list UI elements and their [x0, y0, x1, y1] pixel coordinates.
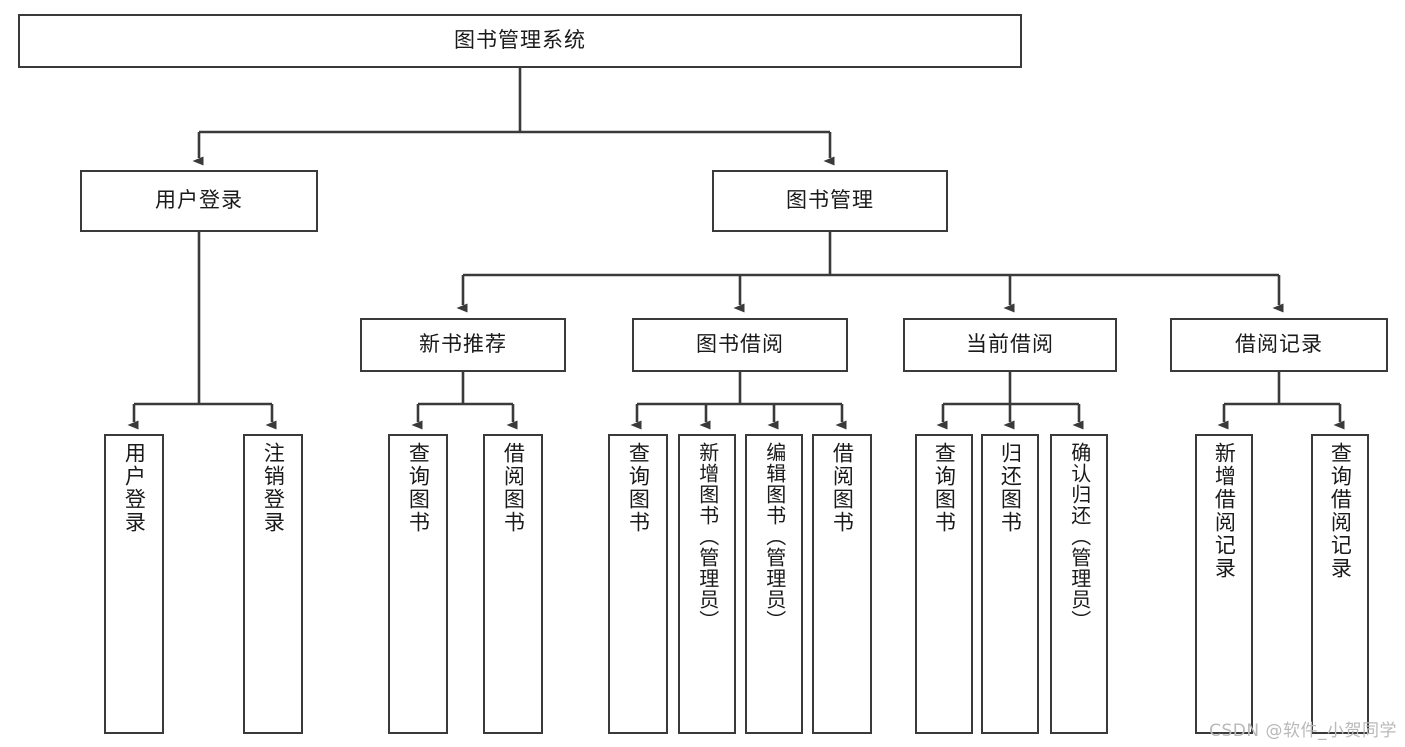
node-leaf-return-book[interactable]: 归还图书: [981, 434, 1039, 734]
node-label: 借阅图书: [830, 442, 855, 534]
node-leaf-logout-login[interactable]: 注销登录: [243, 434, 303, 734]
node-leaf-query-book-1[interactable]: 查询图书: [388, 434, 448, 734]
node-label: 用户登录: [122, 442, 147, 534]
node-leaf-add-record[interactable]: 新增借阅记录: [1195, 434, 1253, 734]
node-label: 查询图书: [626, 442, 651, 534]
node-label: 查询图书: [406, 442, 431, 534]
node-book-manage[interactable]: 图书管理: [712, 170, 948, 232]
node-leaf-confirm-return[interactable]: 确认归还（管理员）: [1050, 434, 1108, 734]
node-new-book-recommend[interactable]: 新书推荐: [360, 318, 566, 372]
node-leaf-query-record[interactable]: 查询借阅记录: [1311, 434, 1369, 734]
node-label: 查询图书: [932, 442, 957, 534]
node-leaf-borrow-book-1[interactable]: 借阅图书: [483, 434, 543, 734]
node-label: 当前借阅: [966, 332, 1054, 357]
node-leaf-edit-book[interactable]: 编辑图书（管理员）: [745, 434, 803, 734]
node-current-borrow[interactable]: 当前借阅: [903, 318, 1117, 372]
node-label: 图书管理: [786, 188, 874, 213]
node-root-system[interactable]: 图书管理系统: [18, 14, 1022, 68]
node-label: 用户登录: [155, 188, 243, 213]
node-borrow-record[interactable]: 借阅记录: [1170, 318, 1388, 372]
node-leaf-borrow-book-2[interactable]: 借阅图书: [812, 434, 872, 734]
node-label: 注销登录: [261, 442, 286, 534]
node-label: 查询借阅记录: [1328, 442, 1353, 580]
node-label: 借阅记录: [1235, 332, 1323, 357]
node-label: 图书管理系统: [454, 28, 586, 53]
node-label: 编辑图书（管理员）: [762, 442, 787, 631]
node-leaf-add-book[interactable]: 新增图书（管理员）: [678, 434, 736, 734]
node-label: 新增借阅记录: [1212, 442, 1237, 580]
node-label: 归还图书: [998, 442, 1023, 534]
node-user-login[interactable]: 用户登录: [80, 170, 318, 232]
node-label: 图书借阅: [696, 332, 784, 357]
node-label: 新增图书（管理员）: [695, 442, 720, 631]
node-leaf-query-book-3[interactable]: 查询图书: [915, 434, 973, 734]
node-leaf-user-login[interactable]: 用户登录: [104, 434, 164, 734]
node-leaf-query-book-2[interactable]: 查询图书: [608, 434, 668, 734]
watermark-text: CSDN @软件_小贺同学: [1209, 721, 1397, 741]
node-book-borrow[interactable]: 图书借阅: [632, 318, 848, 372]
node-label: 新书推荐: [419, 332, 507, 357]
node-label: 确认归还（管理员）: [1067, 442, 1092, 631]
node-label: 借阅图书: [501, 442, 526, 534]
